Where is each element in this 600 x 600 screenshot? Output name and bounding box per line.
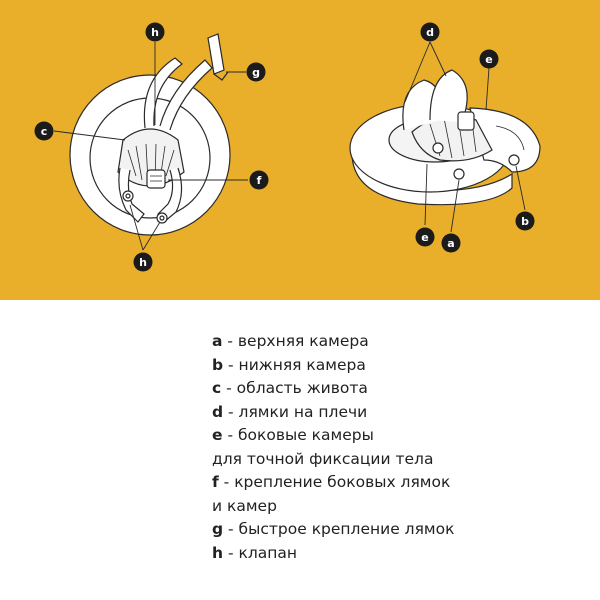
- svg-text:e: e: [485, 53, 492, 66]
- marker-h-top: h: [145, 22, 165, 42]
- legend-row: f - крепление боковых лямок: [212, 471, 592, 495]
- svg-text:g: g: [252, 66, 260, 79]
- clasp: [146, 169, 166, 189]
- legend-letter: a: [212, 332, 223, 350]
- legend: a - верхняя камера b - нижняя камера c -…: [212, 330, 592, 565]
- legend-letter: e: [212, 426, 223, 444]
- legend-letter: f: [212, 473, 219, 491]
- marker-e-bottom: e: [415, 227, 435, 247]
- valve-2: [156, 212, 168, 224]
- leader-lines: [53, 41, 526, 251]
- marker-b: b: [515, 211, 535, 231]
- legend-text: - нижняя камера: [223, 355, 366, 374]
- clasp-side: [457, 111, 475, 131]
- legend-text: - верхняя камера: [222, 332, 369, 350]
- svg-text:d: d: [426, 26, 434, 39]
- marker-f: f: [249, 170, 269, 190]
- legend-text: - крепление боковых лямок: [218, 473, 451, 491]
- quick-clip: [207, 33, 225, 75]
- marker-d: d: [420, 22, 440, 42]
- ring-top-view: [69, 33, 231, 236]
- legend-row: b - нижняя камера: [212, 354, 592, 378]
- marker-h-bottom: h: [133, 252, 153, 272]
- legend-text: - область живота: [221, 379, 368, 397]
- svg-text:e: e: [421, 231, 428, 244]
- legend-letter: c: [212, 379, 222, 397]
- shoulder-strap-d2: [429, 69, 468, 123]
- shoulder-strap-right: [159, 59, 213, 131]
- legend-text: - клапан: [223, 543, 298, 562]
- legend-letter: b: [212, 355, 224, 374]
- legend-row: c - область живота: [212, 377, 592, 401]
- legend-text: - лямки на плечи: [223, 402, 368, 421]
- marker-g: g: [246, 62, 266, 82]
- svg-text:f: f: [257, 174, 262, 187]
- legend-row: для точной фиксации тела: [212, 448, 592, 472]
- ring-side-view: [349, 69, 541, 206]
- legend-letter: d: [212, 402, 224, 421]
- marker-c: c: [34, 121, 54, 141]
- legend-text: - быстрое крепление лямок: [223, 520, 455, 538]
- diagram-svg: h g c f h d e b: [34, 22, 541, 272]
- marker-e-top: e: [479, 49, 499, 69]
- legend-row: e - боковые камеры: [212, 424, 592, 448]
- legend-text: - боковые камеры: [222, 426, 374, 444]
- shoulder-strap-left: [143, 57, 183, 129]
- svg-text:h: h: [139, 256, 147, 269]
- side-strap-left: [118, 167, 145, 223]
- valve-3: [432, 142, 444, 154]
- marker-a: a: [441, 233, 461, 253]
- diagram-panel: h g c f h d e b: [0, 0, 600, 300]
- legend-row: g - быстрое крепление лямок: [212, 518, 592, 542]
- valve-5: [508, 154, 520, 166]
- svg-text:c: c: [41, 125, 48, 138]
- svg-text:a: a: [447, 237, 454, 250]
- legend-text: и камер: [212, 496, 277, 515]
- legend-row: h - клапан: [212, 542, 592, 566]
- legend-letter: g: [212, 520, 224, 538]
- legend-row: и камер: [212, 495, 592, 519]
- svg-text:b: b: [521, 215, 529, 228]
- svg-text:h: h: [151, 26, 159, 39]
- valve-1: [122, 190, 134, 202]
- legend-text: для точной фиксации тела: [212, 449, 434, 468]
- valve-4: [453, 168, 465, 180]
- side-chamber: [469, 107, 541, 173]
- legend-letter: h: [212, 543, 224, 562]
- legend-row: d - лямки на плечи: [212, 401, 592, 425]
- legend-row: a - верхняя камера: [212, 330, 592, 354]
